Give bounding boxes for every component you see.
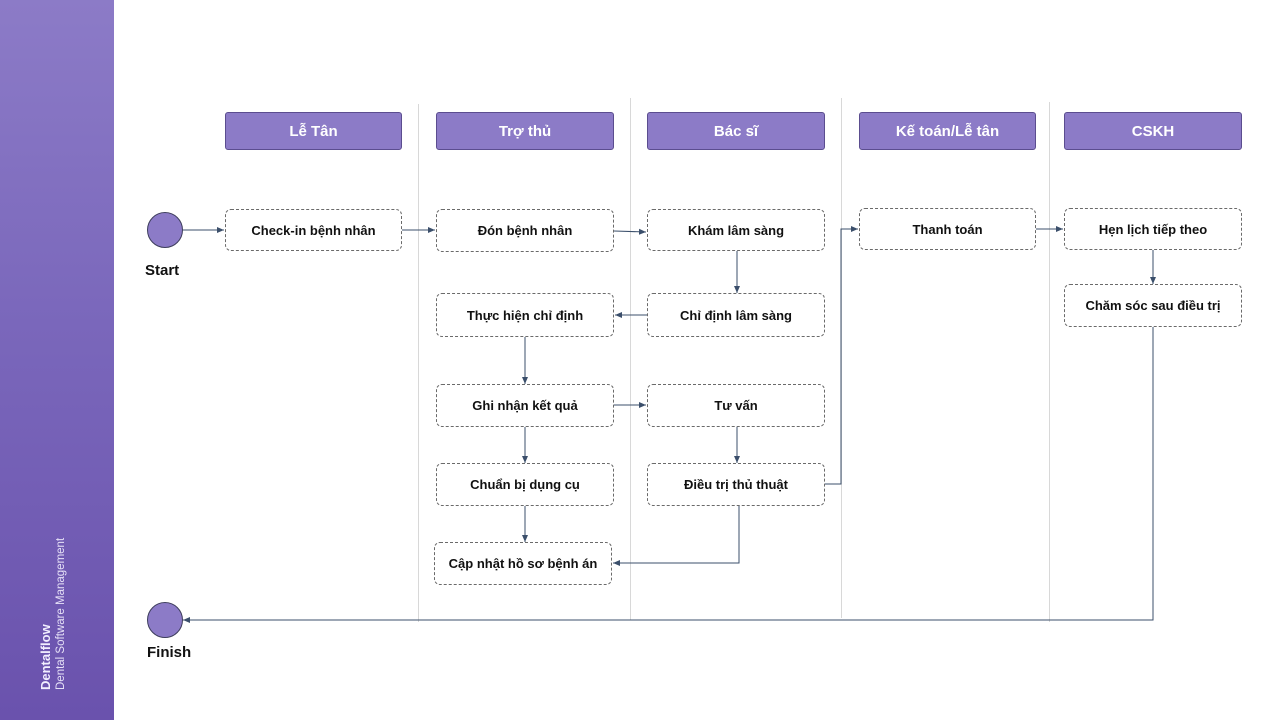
start-node [147, 212, 183, 248]
arrow-dieutri-capnhat [613, 506, 740, 566]
lane-separator [418, 104, 419, 622]
arrow-dieutri-thanhtoan [825, 226, 858, 485]
lane-header-bac-si: Bác sĩ [647, 112, 825, 150]
lane-header-ke-toan: Kế toán/Lễ tân [859, 112, 1036, 150]
arrow-chamsoc-finish [183, 327, 1154, 623]
lane-separator [630, 98, 631, 620]
node-chi-dinh-lam-sang: Chỉ định lâm sàng [647, 293, 825, 337]
finish-label: Finish [147, 644, 192, 661]
lane-separator [1049, 102, 1050, 622]
node-chuan-bi-dung-cu: Chuẩn bị dụng cụ [436, 463, 614, 506]
node-kham-lam-sang: Khám lâm sàng [647, 209, 825, 251]
node-cham-soc: Chăm sóc sau điều trị [1064, 284, 1242, 327]
node-thuc-hien-chi-dinh: Thực hiện chỉ định [436, 293, 614, 337]
lane-header-cskh: CSKH [1064, 112, 1242, 150]
node-ghi-nhan-ket-qua: Ghi nhận kết quả [436, 384, 614, 427]
node-thanh-toan: Thanh toán [859, 208, 1036, 250]
finish-node [147, 602, 183, 638]
arrow-don-kham [613, 228, 647, 235]
lane-header-le-tan: Lễ Tân [225, 112, 402, 150]
node-dieu-tri-thu-thuat: Điều trị thủ thuật [647, 463, 825, 506]
start-label: Start [145, 262, 180, 279]
sidebar: Dentalflow Dental Software Management [0, 0, 114, 720]
lane-header-tro-thu: Trợ thủ [436, 112, 614, 150]
node-don-benh-nhan: Đón bệnh nhân [436, 209, 614, 252]
node-hen-lich: Hẹn lịch tiếp theo [1064, 208, 1242, 250]
node-tu-van: Tư vấn [647, 384, 825, 427]
node-check-in: Check-in bệnh nhân [225, 209, 402, 251]
node-cap-nhat-ho-so: Cập nhật hồ sơ bệnh án [434, 542, 612, 585]
